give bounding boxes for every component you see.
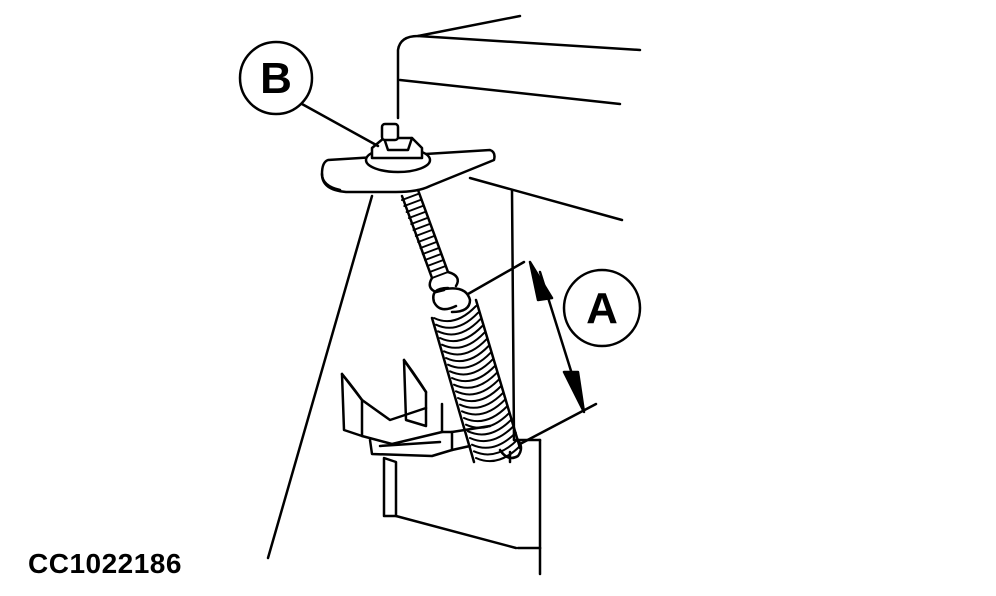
housing-frame <box>396 14 642 576</box>
lower-mount-bracket <box>340 358 518 550</box>
callout-b <box>238 40 314 116</box>
dimension-a <box>466 260 598 446</box>
callout-b-label: B <box>260 54 292 103</box>
bracket-side-line <box>266 194 374 560</box>
callout-a-label: A <box>586 284 618 333</box>
nut-b <box>364 122 432 174</box>
figure-id: CC1022186 <box>28 548 182 579</box>
tension-spring <box>430 286 523 464</box>
callout-b-leader <box>300 102 380 148</box>
threaded-rod <box>400 188 459 294</box>
callout-a <box>562 268 642 348</box>
